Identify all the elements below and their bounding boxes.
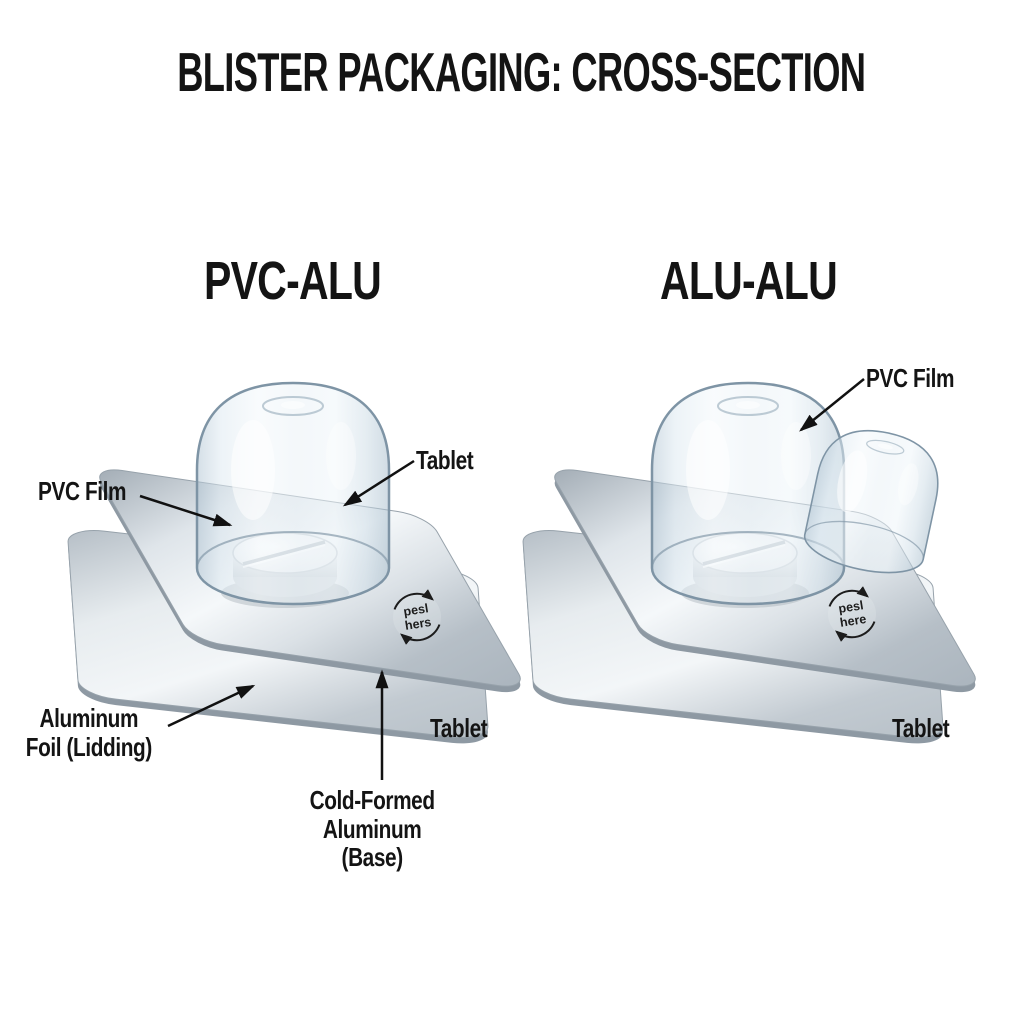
label-tablet-lower-right: Tablet — [892, 713, 950, 743]
label-tablet-lower-left: Tablet — [430, 713, 488, 743]
tablet-arrow — [342, 459, 415, 507]
label-pvc-film-left: PVC Film — [38, 476, 127, 506]
label-aluminum-foil: Aluminum Foil (Lidding) — [25, 703, 153, 762]
aluminum-foil-arrow — [167, 684, 256, 728]
blister-dome — [195, 381, 391, 606]
peel-stamp-text-line2: here — [839, 612, 867, 630]
peel-stamp-text-line2: hers — [404, 615, 432, 633]
diagram-title: BLISTER PACKAGING: CROSS-SECTION — [0, 40, 1024, 104]
heading-alu-alu: ALU-ALU — [659, 251, 837, 311]
label-tablet-upper-left: Tablet — [416, 445, 474, 475]
heading-pvc-alu: PVC-ALU — [203, 251, 381, 311]
pvc-alu-diagram: pesl hers — [67, 381, 528, 747]
label-pvc-film-right: PVC Film — [866, 363, 955, 393]
peel-stamp: pesl hers — [393, 589, 441, 645]
callout-arrows — [139, 378, 865, 780]
peel-stamp-text-line1: pesl — [402, 601, 429, 619]
pvc-film-arrow-right — [799, 378, 865, 432]
pvc-film-arrow — [139, 494, 233, 527]
diagram-title-text: BLISTER PACKAGING: CROSS-SECTION — [177, 41, 866, 103]
peel-stamp-text-line1: pesl — [837, 598, 864, 616]
alu-alu-diagram: pesl here — [522, 381, 983, 747]
peel-stamp: pesl here — [828, 586, 876, 642]
label-cold-formed-aluminum: Cold-Formed Aluminum (Base) — [309, 785, 435, 873]
